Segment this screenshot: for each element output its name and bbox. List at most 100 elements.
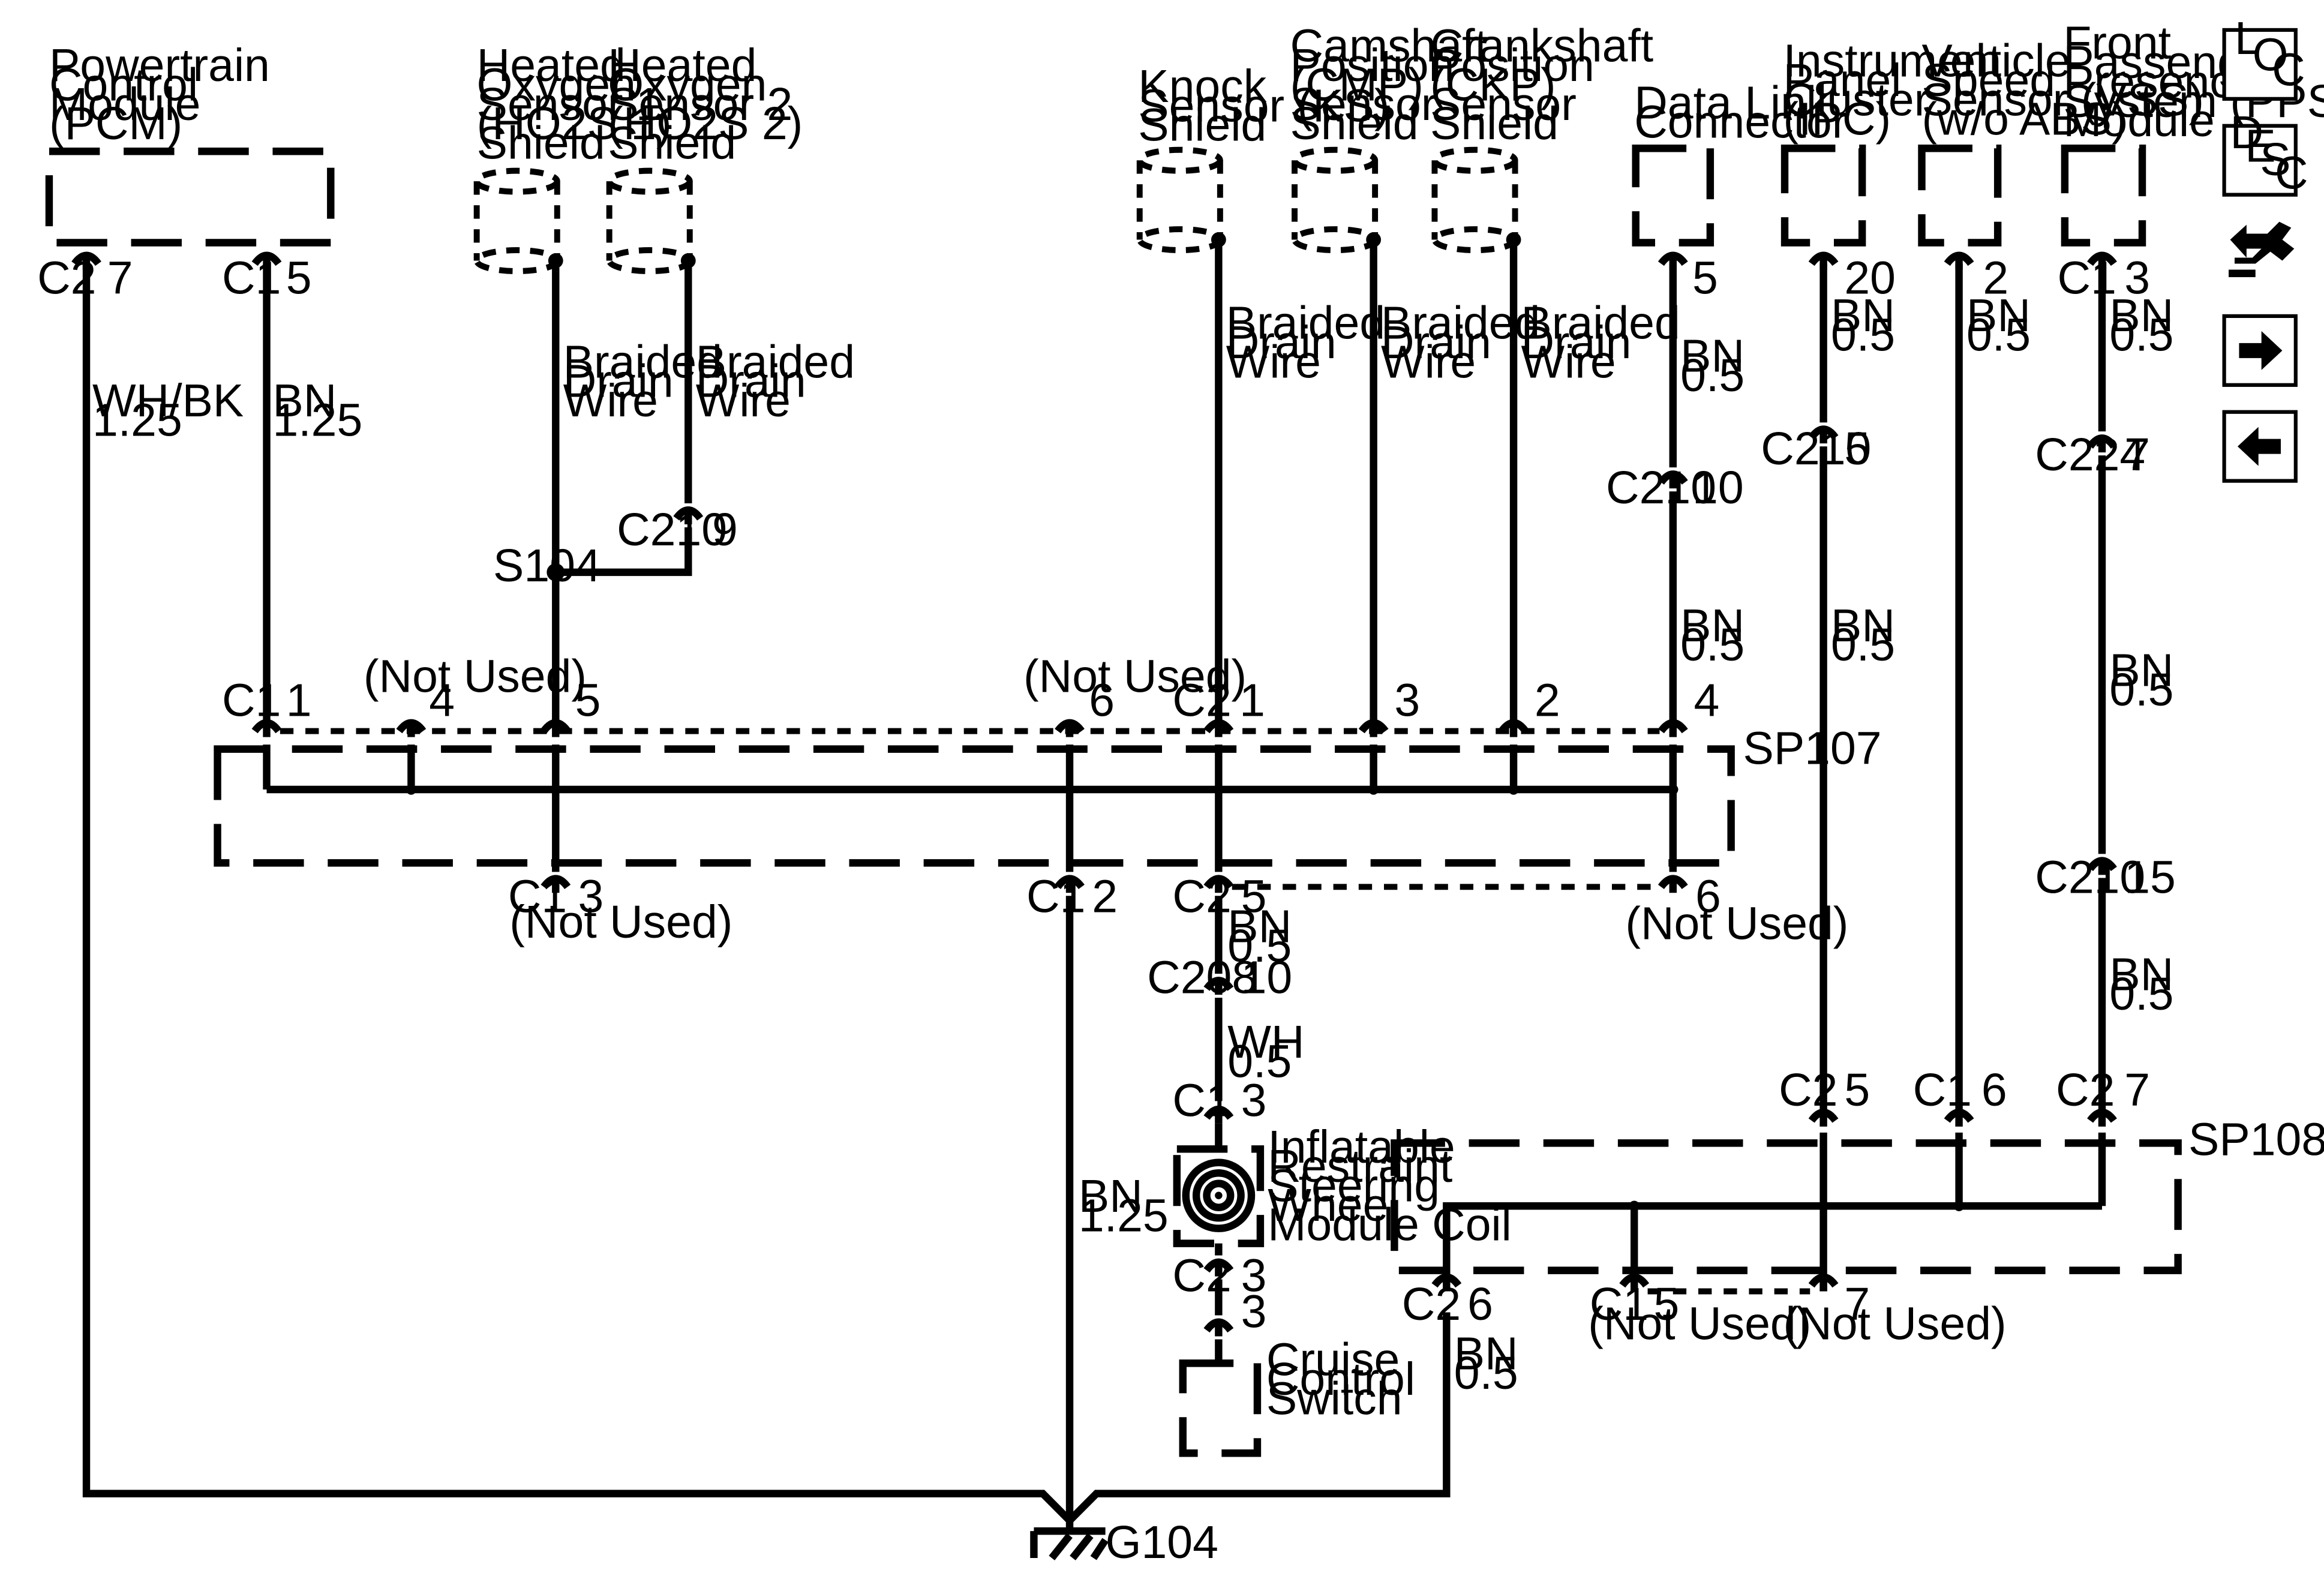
ho2s1-label-line: Heated — [477, 40, 626, 91]
ground-id: G104 — [1106, 1517, 1218, 1568]
vss-label-line: (w/o ABS) — [1922, 94, 2127, 145]
wire-gauge: 0.5 — [1227, 1035, 1292, 1087]
pin-number: 7 — [1844, 1278, 1870, 1330]
ipc-label-line: (IPC) — [1783, 94, 1891, 145]
connector-id: C210 — [1606, 462, 1716, 514]
pin-number: 6 — [1089, 674, 1115, 726]
ground-g104-symbol — [1030, 1520, 1109, 1560]
ipc-box — [1780, 144, 1866, 247]
vss-label-line: Sensor (VSS) — [1922, 74, 2205, 125]
vss-label-line: Vehicle — [1922, 35, 2071, 86]
ks-shield — [1136, 146, 1223, 254]
ckp-shield — [1431, 146, 1518, 254]
pin-number: 3 — [2124, 252, 2150, 304]
pin-labels: C2 7 C1 5 C210 9 S104 5 20 2 C1 3 C210 5… — [37, 252, 2324, 1568]
desc-letter: E — [2245, 121, 2275, 172]
connector-id: C224 — [2035, 429, 2145, 481]
ckp-label-line: (CKP) — [1430, 59, 1556, 110]
pin-number: 6 — [1467, 1278, 1493, 1330]
wire-gauge: 1.25 — [1079, 1190, 1169, 1241]
dlc-label-line: Connector — [1634, 97, 1847, 148]
pin-number: 5 — [575, 674, 601, 726]
sp108-box — [1391, 1139, 2182, 1274]
dlc-label-line: Data Link — [1634, 77, 1830, 128]
loc-letter: O — [2253, 29, 2289, 80]
wire-gauge: 0.5 — [2109, 664, 2173, 716]
pin-number: 6 — [1695, 871, 1721, 923]
not-used-label: (Not Used) — [1023, 650, 1247, 702]
pin-number: 3 — [1241, 1074, 1267, 1126]
wire-gauge: 0.5 — [1831, 619, 1895, 671]
braided-label: Drain — [1226, 317, 1337, 368]
pin-number: 5 — [286, 252, 312, 304]
wire-color: BN — [1680, 330, 1744, 382]
not-used-label: (Not Used) — [1783, 1298, 2007, 1349]
pin-number: 3 — [578, 871, 604, 923]
cruise-label-line: Cruise — [1266, 1334, 1400, 1385]
connector-id: C1 — [1913, 1064, 1972, 1116]
desc-letter: S — [2260, 134, 2290, 185]
coil-label-line: Wheel — [1268, 1179, 1398, 1231]
coil-label: Inflatable Restraint Steering Wheel Modu… — [1268, 1121, 1511, 1251]
wire-gauge: 0.5 — [1454, 1347, 1518, 1399]
cmp-label-line: Camshaft — [1290, 20, 1488, 71]
braided-label: Wire — [1521, 336, 1616, 388]
cruise-box — [1179, 1359, 1262, 1457]
desc-button[interactable]: D E S C — [2222, 107, 2308, 199]
connector-id: C1 — [508, 871, 567, 923]
ks-label-line: Sensor (KS) — [1138, 80, 1389, 131]
pin-number: 7 — [2124, 429, 2150, 481]
connector-id: C2 — [1172, 871, 1231, 923]
connector-id: C1 — [1590, 1278, 1649, 1330]
connector-id: C210 — [2035, 851, 2145, 903]
pcm-label: Powertrain Control Module (PCM) — [49, 40, 270, 150]
pin-number: 6 — [1981, 1064, 2007, 1116]
wire-color: BN — [1831, 600, 1895, 652]
wire-color: BN — [1966, 290, 2031, 341]
dlc-label: Data Link Connector — [1634, 77, 1847, 148]
diagnostics-icon-button[interactable] — [2229, 221, 2295, 277]
pin-number: 10 — [1692, 462, 1744, 514]
cruise-label-line: Switch — [1266, 1373, 1403, 1424]
pin-number: 15 — [2124, 851, 2176, 903]
ho2s1-label-line: Shield — [477, 118, 605, 169]
ho2s2-label-line: Heated — [608, 40, 756, 91]
loc-letter: C — [2272, 44, 2305, 95]
previous-page-button[interactable] — [2222, 410, 2298, 483]
connector-id: C208 — [1147, 951, 1257, 1003]
cmp-label-line: Position — [1290, 40, 1455, 91]
desc-letter: C — [2275, 147, 2308, 199]
pcm-box — [45, 147, 335, 247]
wire-color: BN — [1079, 1170, 1143, 1222]
connector-id: C2 — [1402, 1278, 1461, 1330]
pin-number: 5 — [1844, 423, 1870, 475]
not-used-label: (Not Used) — [1588, 1298, 1811, 1349]
ipc-label-line: Instrument — [1783, 35, 2002, 86]
ckp-label-line: Shield — [1430, 98, 1559, 149]
ho2s2-shield — [606, 167, 693, 274]
arrow-left-icon — [2237, 427, 2281, 466]
cmp-label-line: (CMP) — [1290, 59, 1424, 110]
vss-label-line: Speed — [1922, 55, 2056, 106]
desc-letter: D — [2230, 107, 2264, 158]
dlc-box — [1632, 144, 1715, 247]
pin-number: 5 — [1692, 252, 1718, 304]
coil-label-line: Steering — [1268, 1160, 1440, 1212]
splice-dots — [406, 232, 1965, 1211]
braided-label: Wire — [563, 375, 658, 427]
braided-label: Wire — [696, 375, 791, 427]
wire-gauge: 0.5 — [1966, 309, 2031, 361]
next-page-button[interactable] — [2222, 314, 2298, 387]
ks-label-line: Knock — [1138, 61, 1266, 112]
wire-color: WH/BK — [92, 375, 244, 427]
wire-color: BN — [2109, 948, 2173, 1000]
loc-button[interactable]: L O C — [2222, 13, 2305, 101]
pps-label-line: Module — [2063, 95, 2214, 146]
braided-label: Braided — [696, 336, 855, 388]
connector-id: C1 — [1172, 1074, 1231, 1126]
wire-gauge: 1.25 — [92, 394, 182, 446]
ho2s2-label-line: (HO2S 2) — [608, 98, 803, 149]
ho2s1-label-line: Sensor 1 — [477, 79, 662, 130]
cruise-label: Cruise Control Switch — [1266, 1334, 1415, 1424]
coil-label-line: Restraint — [1268, 1140, 1452, 1192]
